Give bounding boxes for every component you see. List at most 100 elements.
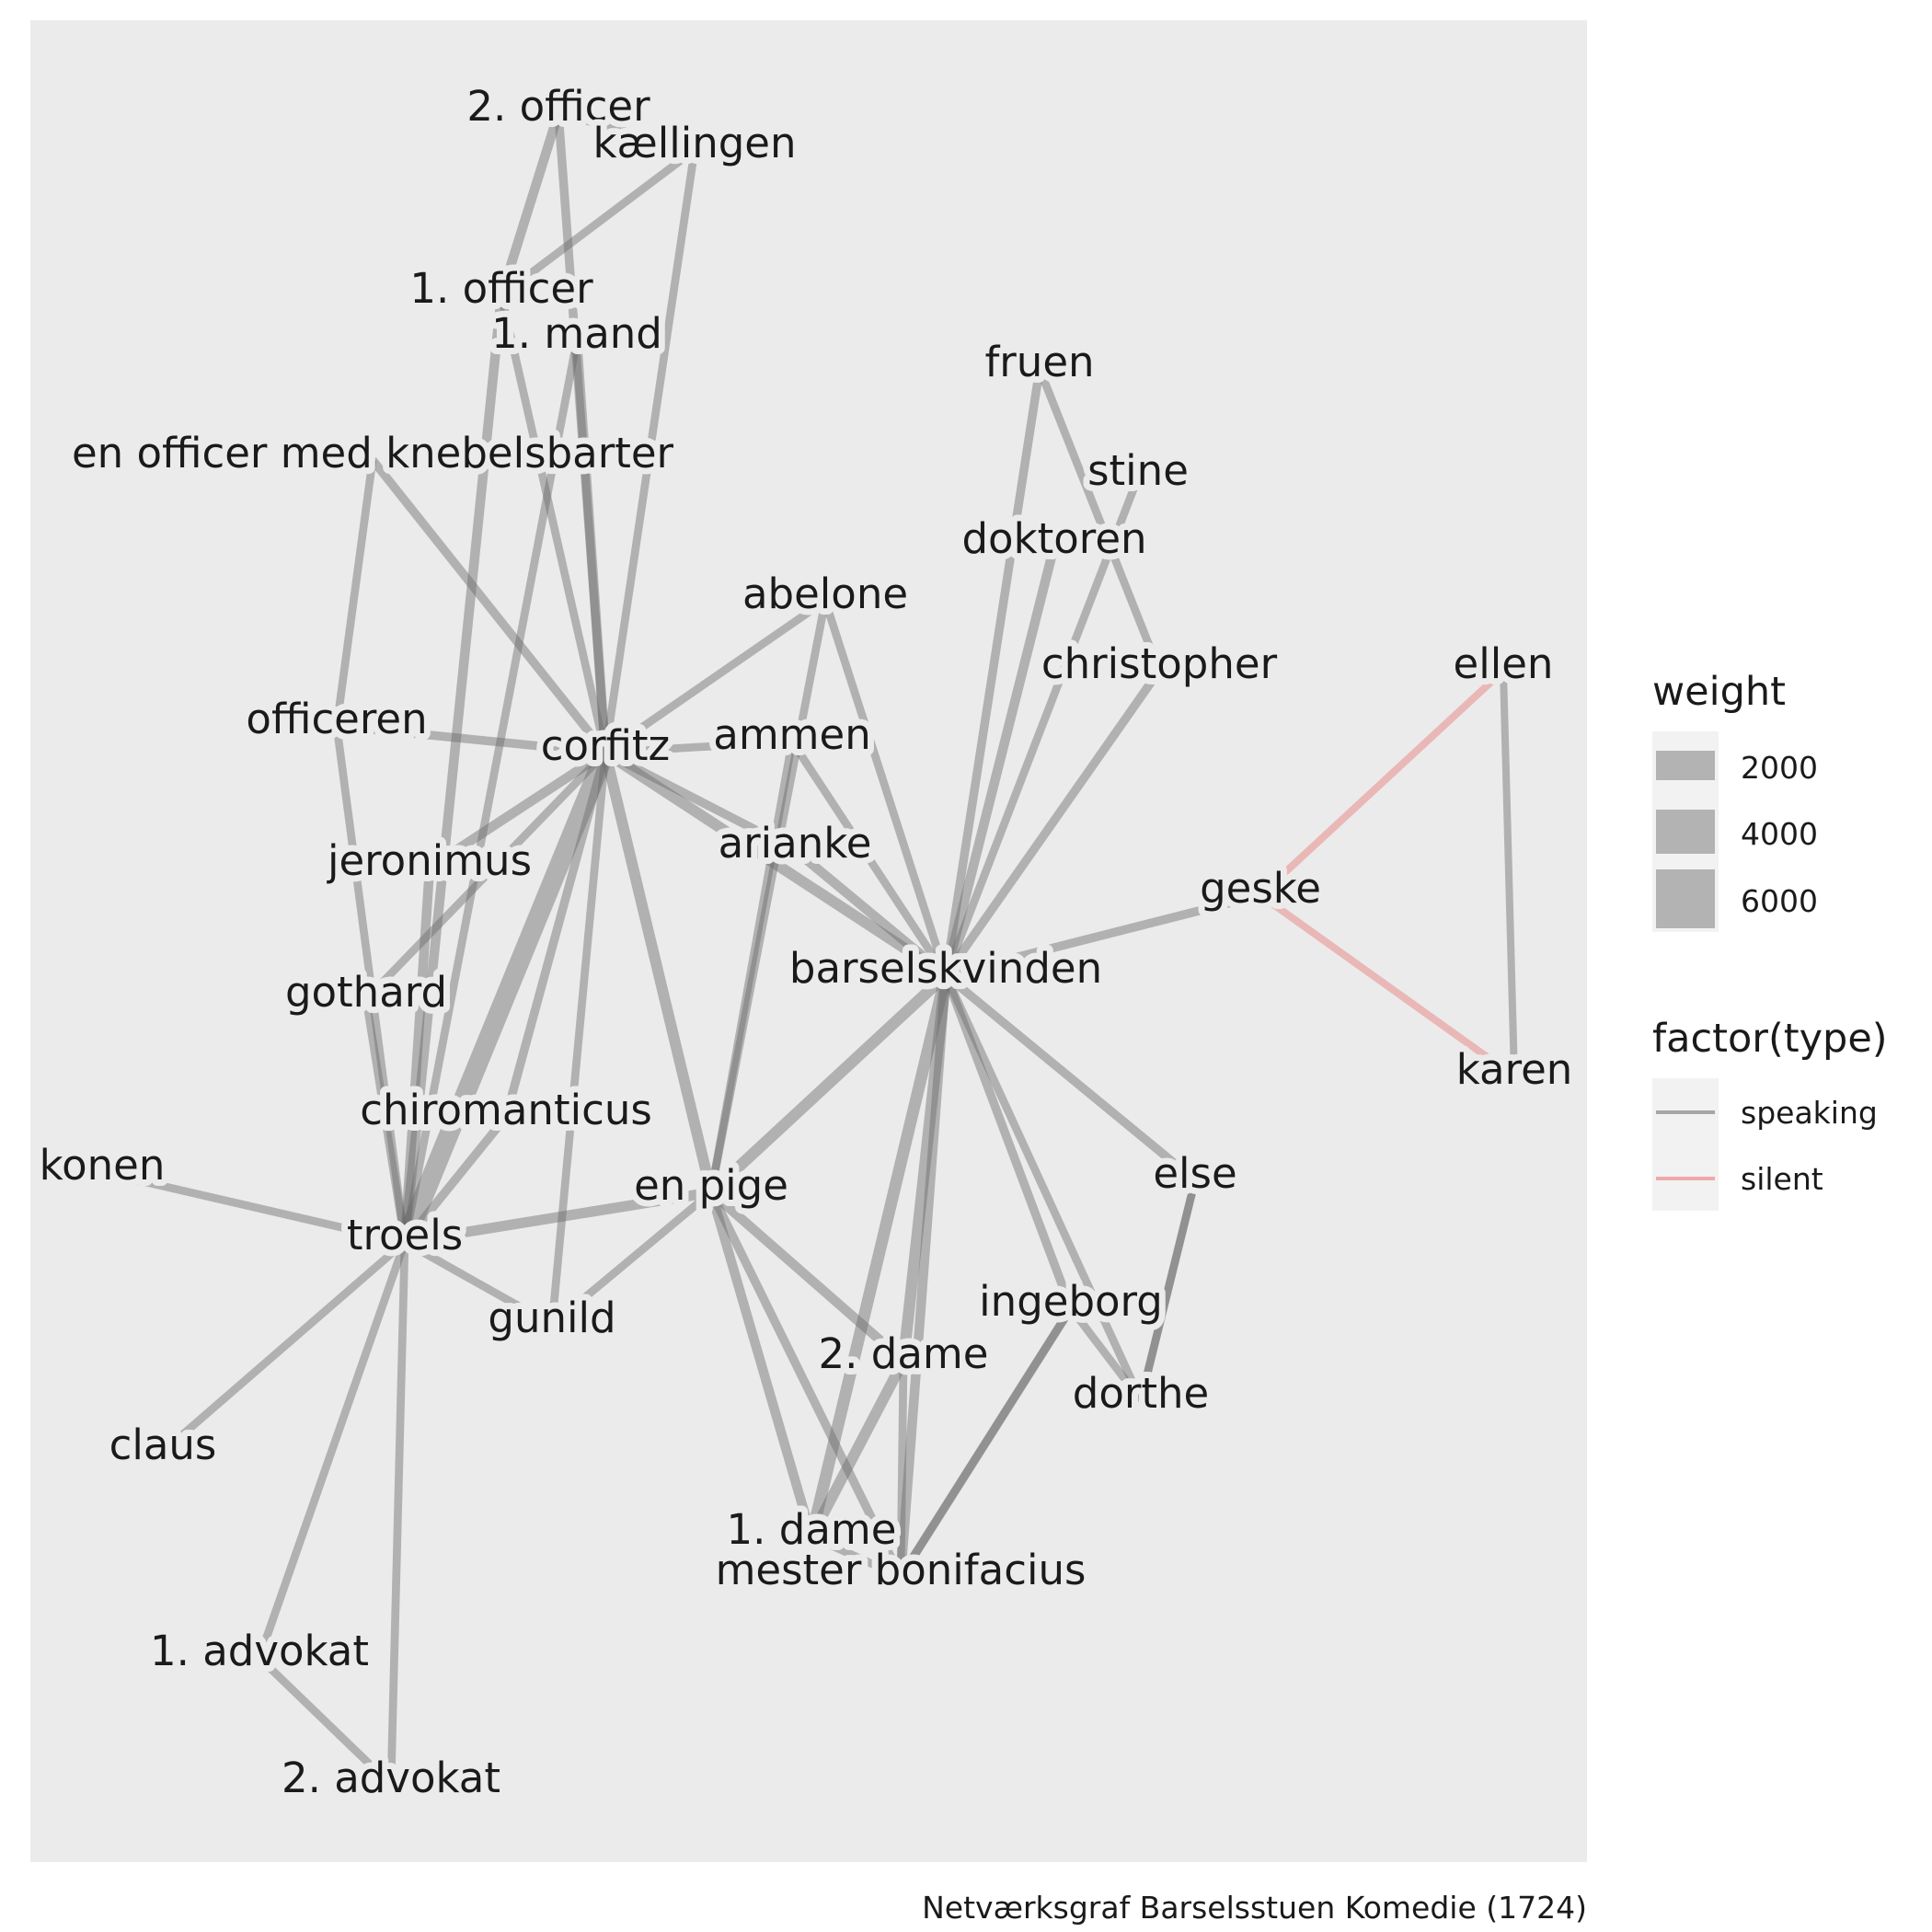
legend-label-speaking: speaking: [1741, 1095, 1878, 1131]
edge-else-dorthe: [1136, 1179, 1200, 1402]
edge-abelone-barselskvinden: [821, 599, 950, 977]
node-label-en-pige: en pige: [634, 1161, 788, 1210]
node-label-officeren: officeren: [246, 695, 427, 743]
edge-ammen-corfitz: [604, 737, 793, 757]
node-label-gothard: gothard: [285, 968, 447, 1017]
legend-weight-label-3: 6000: [1741, 883, 1818, 919]
node-label-doktoren: doktoren: [961, 514, 1146, 563]
edge-en-pige-mester-bonifacius: [707, 1190, 905, 1580]
node-label-fruen: fruen: [984, 338, 1094, 386]
edge-1-officer-troels: [399, 294, 507, 1243]
legend-weight-title: weight: [1652, 669, 1786, 715]
legend-type-title: factor(type): [1652, 1016, 1888, 1062]
edge-troels-1-advokat: [255, 1240, 409, 1660]
edge-1-officer-corfitz: [497, 294, 610, 753]
edge-ellen-karen: [1500, 670, 1518, 1077]
edge-geske-karen: [1258, 891, 1517, 1080]
node-label-karen: karen: [1456, 1045, 1573, 1094]
edge-en-pige-troels: [404, 1187, 712, 1248]
edge-2-officer-1-officer: [496, 111, 564, 297]
node-label-arianke: arianke: [719, 819, 872, 868]
edge-dorthe-ingeborg: [1067, 1305, 1144, 1403]
node-label-1-officer: 1. officer: [409, 264, 593, 313]
edge-fruen-christopher: [1035, 367, 1164, 673]
edge-stine-barselskvinden: [941, 476, 1143, 977]
edge-2-officer-kaellingen: [557, 109, 696, 155]
edge-barselskvinden-dorthe: [942, 973, 1144, 1402]
plot-panel: [30, 20, 1587, 1862]
edge-christopher-barselskvinden: [942, 668, 1163, 978]
node-label-ellen: ellen: [1454, 639, 1554, 688]
edge-jeronimus-troels: [399, 867, 435, 1243]
legend-type-keys-bg: [1652, 1078, 1719, 1211]
edge-1-dame-mester-bonifacius: [810, 1533, 903, 1581]
edge-2-dame-1-dame: [806, 1358, 909, 1539]
edge-troels-gunild: [402, 1238, 555, 1328]
edge-geske-barselskvinden: [944, 891, 1262, 980]
edge-barselskvinden-mester-bonifacius: [895, 974, 951, 1578]
node-label-barselskvinden: barselskvinden: [789, 944, 1102, 993]
legend-label-silent: silent: [1741, 1161, 1823, 1197]
edge-barselskvinden-ingeborg: [941, 973, 1075, 1310]
node-label-konen: konen: [40, 1141, 166, 1190]
edge-troels-2-advokat: [386, 1241, 409, 1786]
edge-2-officer-corfitz: [554, 112, 610, 753]
edge-ingeborg-mester-bonifacius: [897, 1305, 1075, 1580]
node-label-1-mand: 1. mand: [491, 309, 662, 358]
node-label-troels: troels: [347, 1211, 463, 1259]
edge-corfitz-gunild: [547, 752, 610, 1326]
edge-en-officer-med-knebelsbarter-officeren: [332, 459, 377, 727]
node-label-en-officer-med-knebelsbarter: en officer med knebelsbarter: [72, 429, 674, 477]
edge-en-pige-gunild: [549, 1189, 714, 1328]
legend-weight-keys: [1656, 751, 1715, 928]
edge-corfitz-troels: [396, 748, 615, 1247]
edge-geske-ellen: [1258, 668, 1506, 898]
edge-1-mand-troels: [400, 339, 581, 1243]
legend-weight-label-1: 2000: [1741, 750, 1818, 786]
edge-kaellingen-corfitz: [601, 149, 699, 753]
edge-en-officer-med-knebelsbarter-corfitz: [369, 457, 609, 755]
edge-ammen-barselskvinden: [788, 739, 949, 978]
edge-chiromanticus-troels: [401, 1114, 510, 1245]
node-label-christopher: christopher: [1041, 639, 1278, 688]
edge-1-advokat-2-advokat: [256, 1654, 395, 1788]
node-label-1-dame: 1. dame: [727, 1505, 897, 1554]
edge-corfitz-en-pige: [600, 751, 717, 1194]
edge-corfitz-barselskvinden: [602, 747, 949, 981]
node-label-chiromanticus: chiromanticus: [360, 1086, 652, 1134]
node-label-abelone: abelone: [742, 569, 908, 618]
edge-mester-bonifacius-ingeborg: [896, 1305, 1075, 1580]
edge-2-dame-mester-bonifacius: [896, 1360, 908, 1578]
edge-corfitz-jeronimus: [427, 748, 608, 872]
edge-en-pige-2-dame: [707, 1189, 907, 1364]
edge-corfitz-chiromanticus: [501, 751, 610, 1119]
node-label-2-advokat: 2. advokat: [282, 1754, 500, 1802]
edge-en-pige-1-dame: [706, 1190, 817, 1538]
edge-dorthe-else: [1136, 1179, 1200, 1402]
node-label-ammen: ammen: [713, 710, 870, 759]
node-label-mester-bonifacius: mester bonifacius: [716, 1546, 1087, 1594]
edge-1-mand-corfitz: [571, 339, 611, 753]
edge-barselskvinden-2-dame: [897, 974, 952, 1362]
node-label-gunild: gunild: [488, 1294, 615, 1342]
edge-barselskvinden-1-dame: [805, 973, 952, 1538]
caption: Netværksgraf Barselsstuen Komedie (1724): [922, 1890, 1587, 1926]
edge-officeren-corfitz: [336, 721, 606, 757]
node-label-geske: geske: [1200, 864, 1321, 913]
edge-konen-troels: [101, 1167, 406, 1247]
node-label-dorthe: dorthe: [1073, 1369, 1209, 1418]
legend-weight-label-2: 4000: [1741, 816, 1818, 852]
edge-barselskvinden-else: [942, 972, 1199, 1184]
node-label-stine: stine: [1087, 446, 1189, 495]
edge-abelone-en-pige: [707, 600, 830, 1193]
edge-abelone-corfitz: [603, 597, 828, 756]
node-label-2-officer: 2. officer: [466, 82, 650, 131]
node-label-2-dame: 2. dame: [819, 1329, 989, 1378]
edge-arianke-corfitz: [603, 748, 798, 855]
edges-layer: [101, 109, 1518, 1788]
edge-corfitz-gothard: [362, 749, 609, 1003]
edge-doktoren-barselskvinden: [940, 544, 1060, 977]
edge-troels-claus: [160, 1238, 408, 1455]
node-label-claus: claus: [109, 1420, 217, 1469]
